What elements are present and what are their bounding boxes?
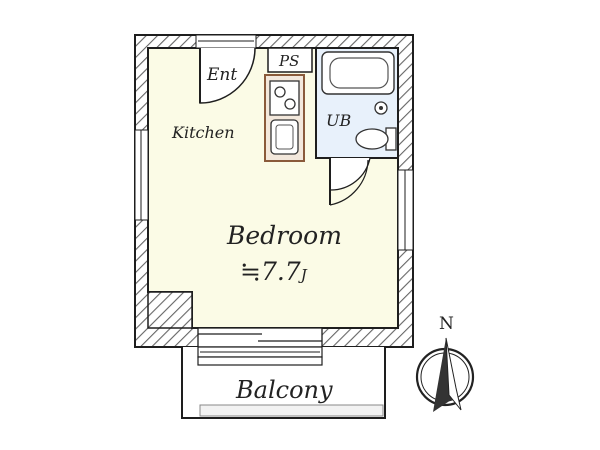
bedroom-size-value: ≒7.7 xyxy=(240,257,301,286)
bath-door xyxy=(329,157,371,206)
corner-pillar xyxy=(147,291,193,329)
north-label: N xyxy=(439,314,454,334)
bedroom-size: ≒7.7J xyxy=(240,257,308,286)
left-window xyxy=(134,129,149,221)
pipe-space-label: PS xyxy=(278,52,299,70)
entrance-door xyxy=(199,47,256,104)
balcony xyxy=(181,346,386,419)
entrance-label: Ent xyxy=(206,65,237,85)
balcony-label: Balcony xyxy=(235,376,333,404)
right-window xyxy=(397,169,414,251)
kitchen-label: Kitchen xyxy=(171,123,235,142)
pipe-space xyxy=(267,47,313,73)
unit-bath-label: UB xyxy=(326,111,351,130)
unit-bath xyxy=(315,47,399,159)
balcony-door xyxy=(197,327,323,348)
compass: N xyxy=(415,314,475,412)
kitchen-counter xyxy=(264,74,305,162)
bedroom-label: Bedroom xyxy=(226,221,342,250)
bedroom-size-unit: J xyxy=(298,266,308,284)
